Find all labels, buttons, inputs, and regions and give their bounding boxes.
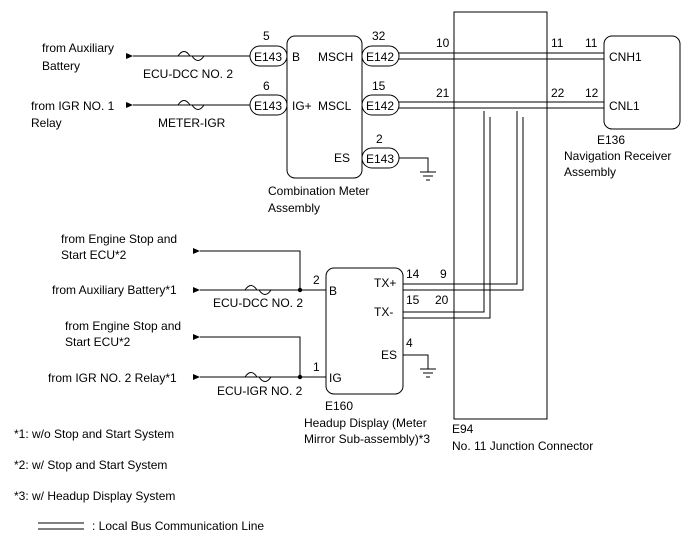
nav-pin-number-11: 11 <box>585 36 598 50</box>
note-1: *1: w/o Stop and Start System <box>14 427 174 441</box>
wire-meter-es <box>399 157 429 172</box>
bus-tx-plus <box>403 111 524 291</box>
wire-hud-es <box>403 354 429 369</box>
junction-pin-20: 20 <box>435 293 449 307</box>
fuse-label-meter-igr: METER-IGR <box>158 116 226 130</box>
nav-code: E136 <box>597 133 625 147</box>
source-aux-battery-line2: Battery <box>42 59 80 73</box>
wire-eng-stop-a <box>193 248 301 290</box>
source-eng-stop-b-line1: from Engine Stop and <box>65 319 181 333</box>
hud-pin-number-4: 4 <box>406 336 413 350</box>
junction-pin-10: 10 <box>436 36 450 50</box>
source-igr1-line1: from IGR NO. 1 <box>31 99 115 113</box>
bus-tx-minus <box>403 111 491 319</box>
source-eng-stop-a-line1: from Engine Stop and <box>61 232 177 246</box>
hud-name-line1: Headup Display (Meter <box>304 416 427 430</box>
hud-pin-b: B <box>329 284 337 298</box>
hud-name-line2: Mirror Sub-assembly)*3 <box>304 432 430 446</box>
nav-pin-cnh1: CNH1 <box>609 50 642 64</box>
nav-pin-cnl1: CNL1 <box>609 99 640 113</box>
note-3: *3: w/ Headup Display System <box>14 489 175 503</box>
junction-dot <box>297 374 303 380</box>
nav-pin-number-12: 12 <box>585 86 599 100</box>
legend-symbol <box>38 522 84 530</box>
hud-pin-number-14: 14 <box>406 267 420 281</box>
source-aux-battery-star: from Auxiliary Battery*1 <box>52 283 177 297</box>
junction-name: No. 11 Junction Connector <box>452 439 593 453</box>
note-2: *2: w/ Stop and Start System <box>14 458 167 472</box>
fuse-label-ecu-igr: ECU-IGR NO. 2 <box>217 384 303 398</box>
pin-number-es: 2 <box>376 132 383 146</box>
bus-mscl <box>399 101 604 109</box>
legend-label: : Local Bus Communication Line <box>92 519 264 533</box>
fuse-label-ecu-dcc-top: ECU-DCC NO. 2 <box>143 67 233 81</box>
hud-pin-number-1: 1 <box>313 360 320 374</box>
source-igr1-line2: Relay <box>31 116 62 130</box>
junction-connector-box <box>453 11 548 420</box>
hud-pin-number-15: 15 <box>406 293 420 307</box>
source-eng-stop-b-line2: Start ECU*2 <box>65 335 131 349</box>
hud-pin-number-2: 2 <box>313 273 320 287</box>
pin-number-msch: 32 <box>372 29 386 43</box>
fuse-ecu-dcc-top <box>177 51 205 61</box>
fuse-ecu-dcc-bottom <box>244 285 272 295</box>
connector-label-igp: E143 <box>254 99 282 113</box>
meter-pin-igp: IG+ <box>292 99 312 113</box>
wire-eng-stop-b <box>193 334 301 377</box>
fuse-label-ecu-dcc-bottom: ECU-DCC NO. 2 <box>213 296 303 310</box>
hud-pin-txp: TX+ <box>374 276 396 290</box>
hud-pin-es: ES <box>381 348 397 362</box>
bus-msch <box>399 52 604 60</box>
meter-pin-mscl: MSCL <box>318 99 352 113</box>
meter-pin-msch: MSCH <box>318 50 353 64</box>
headup-display-box <box>325 267 404 395</box>
connector-e143-b <box>249 45 288 67</box>
fuse-meter-igr <box>177 100 205 110</box>
junction-dot <box>297 287 303 293</box>
junction-pin-11: 11 <box>551 36 564 50</box>
connector-label-b: E143 <box>254 50 282 64</box>
navigation-receiver-box <box>603 35 681 130</box>
connector-e142-msch <box>361 45 400 67</box>
meter-pin-b: B <box>292 50 300 64</box>
junction-pin-9: 9 <box>440 267 447 281</box>
junction-pin-21: 21 <box>436 86 450 100</box>
fuse-ecu-igr <box>244 372 272 382</box>
meter-pin-es: ES <box>334 151 350 165</box>
connector-label-mscl: E142 <box>366 99 394 113</box>
junction-code: E94 <box>452 422 474 436</box>
nav-name-line2: Assembly <box>564 165 616 179</box>
pin-number-mscl: 15 <box>372 79 386 93</box>
hud-pin-ig: IG <box>329 371 342 385</box>
connector-e142-mscl <box>361 94 400 116</box>
meter-name-line1: Combination Meter <box>268 184 369 198</box>
connector-label-msch: E142 <box>366 50 394 64</box>
nav-name-line1: Navigation Receiver <box>564 149 671 163</box>
source-igr2: from IGR NO. 2 Relay*1 <box>48 371 177 385</box>
pin-number-b: 5 <box>263 29 270 43</box>
connector-label-es: E143 <box>366 152 394 166</box>
connector-e143-igp <box>249 94 288 116</box>
source-aux-battery-line1: from Auxiliary <box>42 41 114 55</box>
junction-pin-22: 22 <box>551 86 565 100</box>
pin-number-igp: 6 <box>263 79 270 93</box>
hud-code: E160 <box>325 399 353 413</box>
meter-name-line2: Assembly <box>268 201 320 215</box>
hud-pin-txm: TX- <box>374 305 393 319</box>
source-eng-stop-a-line2: Start ECU*2 <box>61 248 127 262</box>
